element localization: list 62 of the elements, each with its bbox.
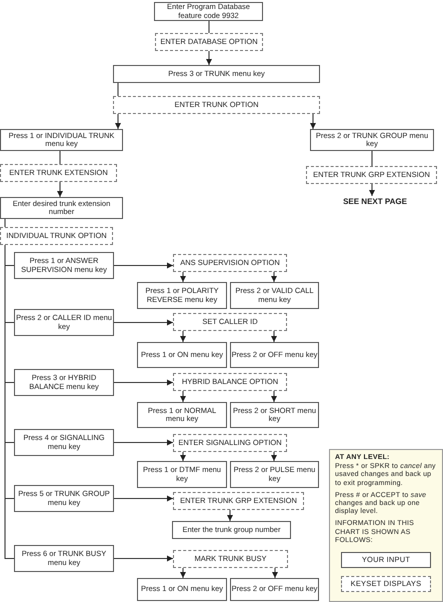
- input-box: [137, 342, 227, 368]
- connector-line: [4, 218, 6, 228]
- arrow: [227, 510, 233, 522]
- note-panel: [329, 449, 443, 602]
- arrow: [271, 390, 277, 402]
- input-box: [137, 578, 227, 601]
- arrow: [180, 568, 186, 578]
- input-box: [230, 578, 319, 601]
- arrow: [114, 440, 174, 446]
- input-box: [14, 429, 114, 456]
- arrow: [57, 182, 63, 198]
- arrow: [206, 50, 212, 66]
- input-box: [154, 2, 263, 21]
- display-box: [113, 96, 320, 114]
- connector-line: [208, 20, 210, 34]
- arrow: [180, 272, 186, 282]
- display-box: [173, 550, 288, 568]
- input-box: [14, 545, 114, 572]
- input-box: [230, 342, 319, 368]
- input-box: [230, 402, 319, 428]
- arrow: [114, 262, 174, 268]
- arrow: [114, 380, 174, 386]
- arrow: [271, 330, 277, 342]
- arrow: [114, 320, 174, 326]
- input-box: [14, 485, 114, 512]
- input-box: [14, 309, 114, 336]
- arrow: [115, 114, 121, 130]
- input-box: [14, 252, 114, 279]
- arrow: [180, 452, 186, 462]
- display-box: [173, 492, 304, 510]
- display-box: [306, 166, 437, 184]
- input-box: [137, 461, 227, 488]
- arrow: [114, 496, 174, 502]
- display-box: [155, 33, 263, 51]
- input-box: [113, 65, 320, 83]
- note-text: SEE NEXT PAGE: [330, 196, 420, 208]
- display-box: [173, 254, 287, 272]
- arrow: [114, 556, 174, 562]
- arrow: [310, 114, 316, 130]
- display-box: [173, 313, 287, 331]
- input-box: [230, 461, 319, 488]
- input-box: [0, 129, 123, 151]
- input-box: [230, 282, 319, 309]
- display-box: [341, 576, 431, 592]
- arrow: [271, 272, 277, 282]
- input-box: [341, 552, 431, 568]
- arrow: [180, 330, 186, 342]
- arrow: [272, 568, 278, 578]
- input-box: [137, 282, 227, 309]
- arrow: [369, 184, 375, 196]
- connector-line: [4, 244, 14, 559]
- input-box: [310, 129, 434, 151]
- input-box: [137, 402, 227, 428]
- display-box: [173, 373, 287, 391]
- input-box: [0, 197, 123, 219]
- arrow: [271, 452, 277, 462]
- display-box: [0, 164, 117, 182]
- display-box: [173, 434, 287, 452]
- input-box: [172, 521, 291, 539]
- input-box: [14, 369, 114, 396]
- display-box: [0, 227, 113, 245]
- arrow: [180, 390, 186, 402]
